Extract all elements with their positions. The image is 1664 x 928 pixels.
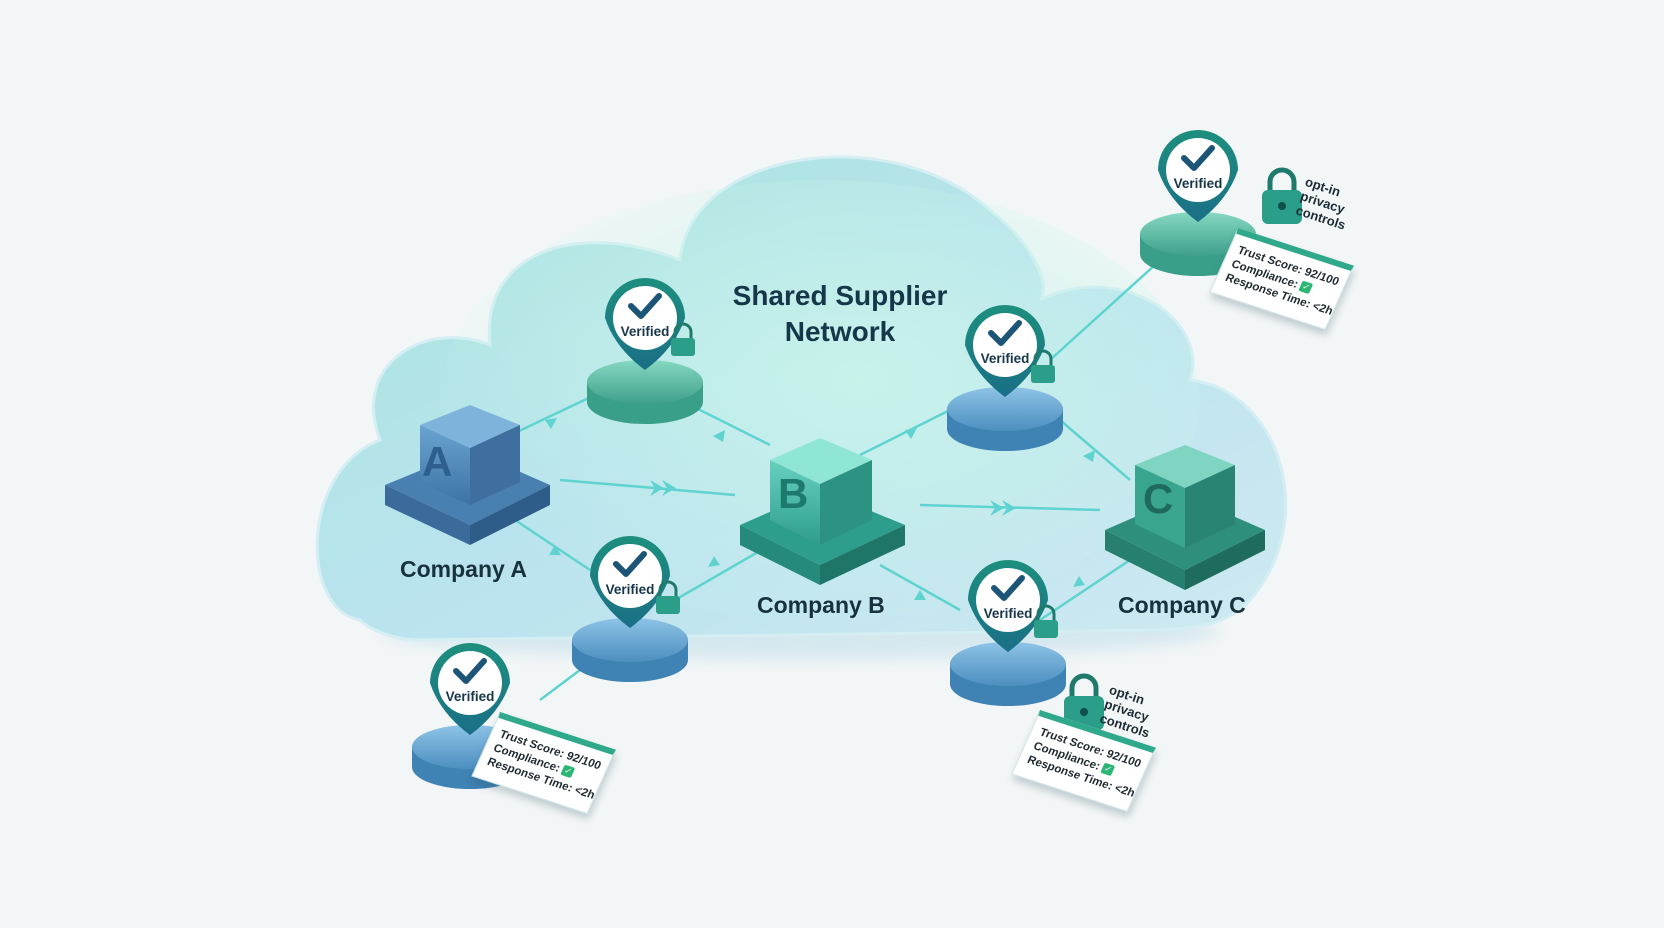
- company-b-node[interactable]: [740, 438, 905, 585]
- verified-label: Verified: [605, 582, 655, 597]
- link-b-v4: [879, 563, 961, 612]
- check-icon: ✓: [560, 765, 576, 779]
- verified-label: Verified: [1173, 176, 1223, 191]
- verified-label: Verified: [445, 689, 495, 704]
- company-a-node[interactable]: [385, 405, 550, 545]
- verified-label: Verified: [983, 606, 1033, 621]
- company-a-label: Company A: [400, 556, 527, 582]
- company-b-letter: B: [778, 470, 809, 517]
- link-a-v3: [514, 518, 591, 572]
- company-c-node[interactable]: [1105, 445, 1265, 590]
- company-a-letter: A: [422, 438, 453, 485]
- company-c-label: Company C: [1118, 592, 1246, 618]
- verified-label: Verified: [620, 324, 670, 339]
- company-b-label: Company B: [757, 592, 885, 618]
- network-title: Shared Supplier Network: [690, 278, 990, 350]
- network-title-line2: Network: [784, 316, 896, 347]
- network-title-line1: Shared Supplier: [732, 280, 948, 311]
- company-c-letter: C: [1143, 475, 1174, 522]
- check-icon: ✓: [1100, 763, 1116, 777]
- link-a-b: [559, 478, 736, 497]
- link-v6-v3: [539, 654, 601, 701]
- link-v2-v5: [1049, 264, 1156, 361]
- check-icon: ✓: [1298, 281, 1314, 295]
- link-v3-b: [674, 543, 771, 602]
- flow-chevrons: [545, 418, 1095, 600]
- verified-label: Verified: [980, 351, 1030, 366]
